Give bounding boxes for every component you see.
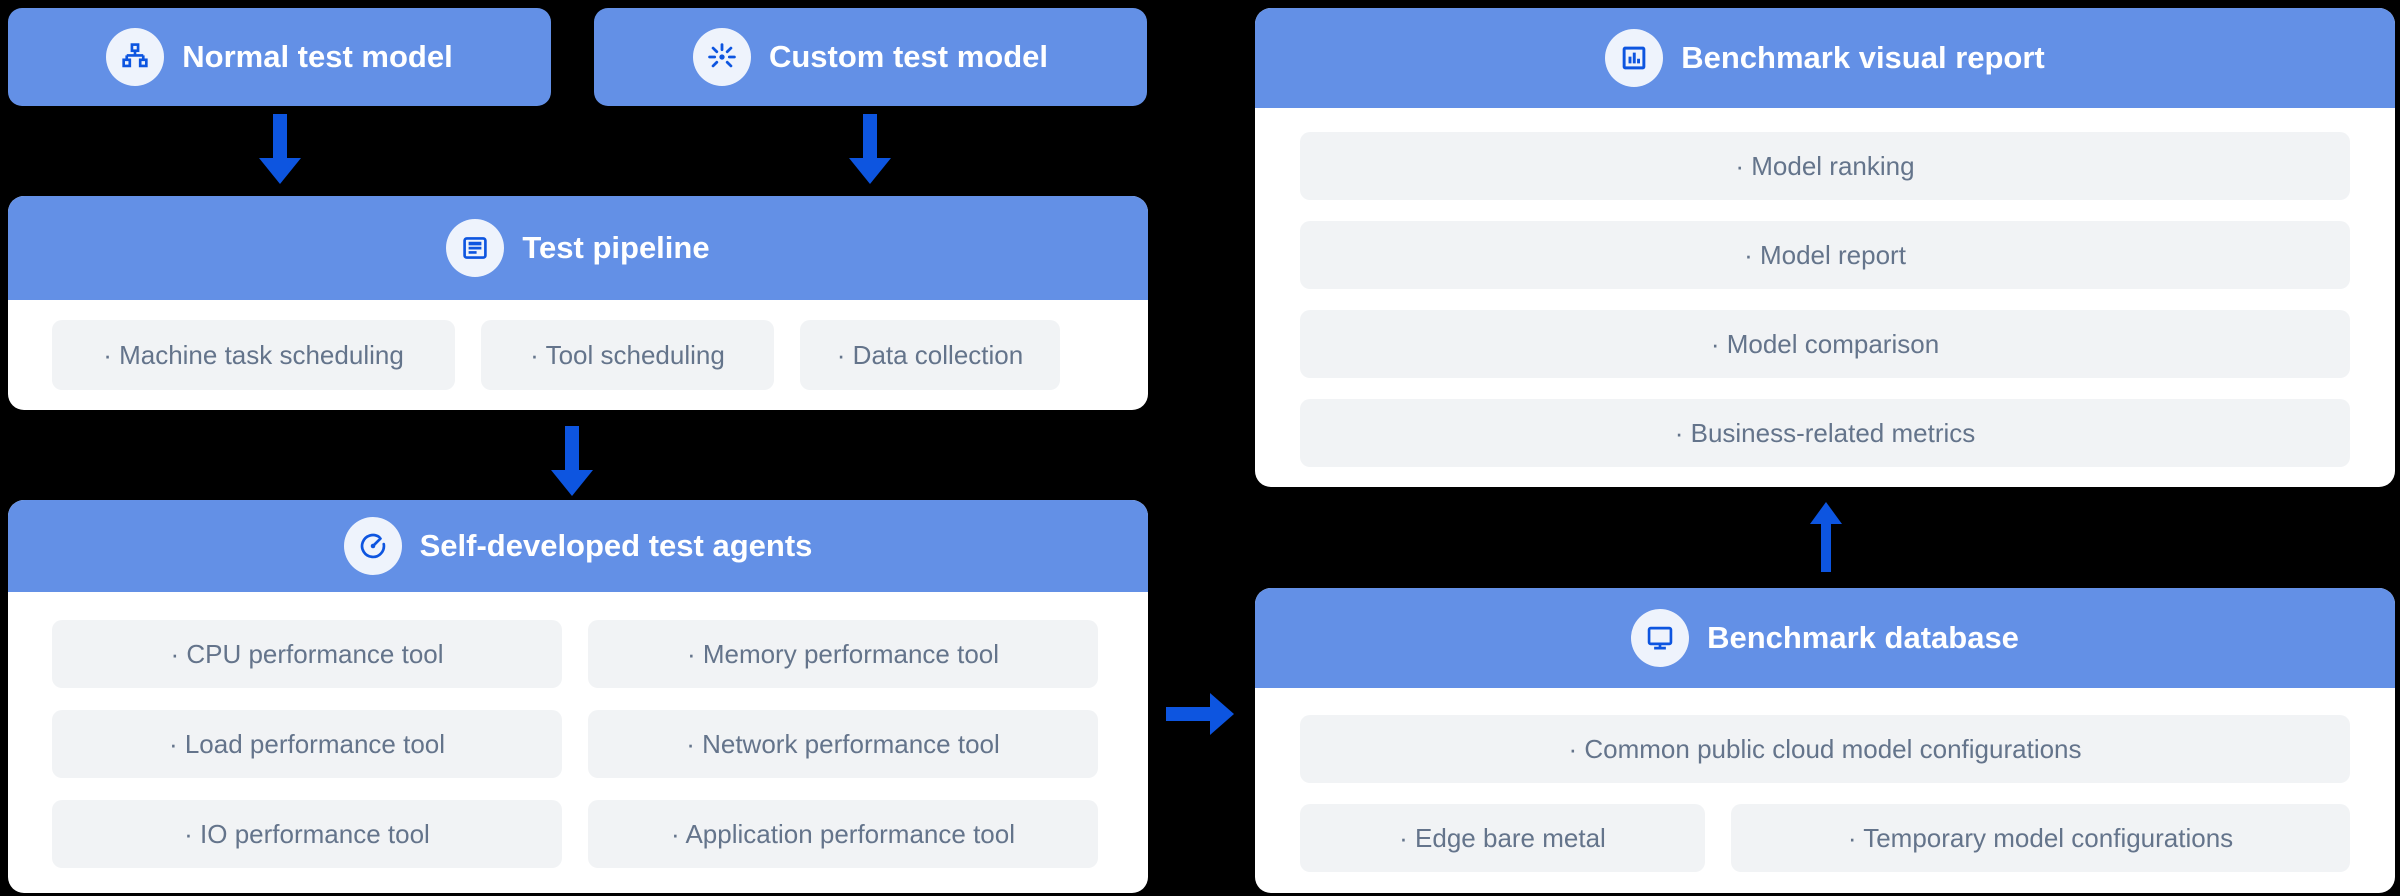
- test-pipeline-body: · Machine task scheduling · Tool schedul…: [8, 300, 1148, 390]
- benchmark-database-card: Benchmark database · Common public cloud…: [1255, 588, 2395, 893]
- benchmark-database-header: Benchmark database: [1255, 588, 2395, 688]
- custom-test-model-node: Custom test model: [594, 8, 1147, 106]
- report-item: · Model comparison: [1300, 310, 2350, 378]
- document-icon: [446, 219, 505, 277]
- pipeline-item: · Tool scheduling: [481, 320, 774, 390]
- report-item: · Business-related metrics: [1300, 399, 2350, 467]
- database-item: · Edge bare metal: [1300, 804, 1705, 872]
- test-pipeline-header: Test pipeline: [8, 196, 1148, 300]
- agent-tool-item: · IO performance tool: [52, 800, 562, 868]
- test-pipeline-card: Test pipeline · Machine task scheduling …: [8, 196, 1148, 410]
- gauge-icon: [343, 517, 402, 575]
- normal-test-model-label: Normal test model: [182, 39, 453, 74]
- sitemap-icon: [106, 28, 165, 86]
- agent-tool-item: · Load performance tool: [52, 710, 562, 778]
- database-item: · Common public cloud model configuratio…: [1300, 715, 2350, 783]
- arrow-down-icon: [258, 114, 302, 184]
- benchmark-report-body: · Model ranking · Model report · Model c…: [1255, 108, 2395, 467]
- normal-test-model-node: Normal test model: [8, 8, 551, 106]
- agent-tool-item: · CPU performance tool: [52, 620, 562, 688]
- report-item: · Model report: [1300, 221, 2350, 289]
- pipeline-item: · Data collection: [800, 320, 1060, 390]
- arrow-right-icon: [1166, 692, 1234, 736]
- arrow-down-icon: [550, 426, 594, 496]
- agent-tool-item: · Network performance tool: [588, 710, 1098, 778]
- test-agents-body: · CPU performance tool · Memory performa…: [8, 592, 1148, 868]
- custom-test-model-label: Custom test model: [768, 39, 1049, 74]
- database-item: · Temporary model configurations: [1731, 804, 2350, 872]
- database-row: · Edge bare metal · Temporary model conf…: [1300, 804, 2350, 872]
- arrow-down-icon: [848, 114, 892, 184]
- report-item: · Model ranking: [1300, 132, 2350, 200]
- test-pipeline-title: Test pipeline: [522, 230, 710, 265]
- test-agents-title: Self-developed test agents: [419, 528, 813, 563]
- benchmark-report-card: Benchmark visual report · Model ranking …: [1255, 8, 2395, 487]
- benchmark-report-title: Benchmark visual report: [1681, 40, 2045, 75]
- benchmark-report-header: Benchmark visual report: [1255, 8, 2395, 108]
- bar-chart-icon: [1605, 29, 1664, 87]
- agent-tool-item: · Memory performance tool: [588, 620, 1098, 688]
- monitor-icon: [1631, 609, 1690, 667]
- pipeline-item: · Machine task scheduling: [52, 320, 455, 390]
- arrow-up-icon: [1809, 502, 1843, 572]
- benchmark-database-title: Benchmark database: [1707, 620, 2019, 655]
- test-agents-card: Self-developed test agents · CPU perform…: [8, 500, 1148, 893]
- agent-tool-item: · Application performance tool: [588, 800, 1098, 868]
- test-agents-header: Self-developed test agents: [8, 500, 1148, 592]
- benchmark-database-body: · Common public cloud model configuratio…: [1255, 688, 2395, 872]
- burst-icon: [692, 28, 751, 86]
